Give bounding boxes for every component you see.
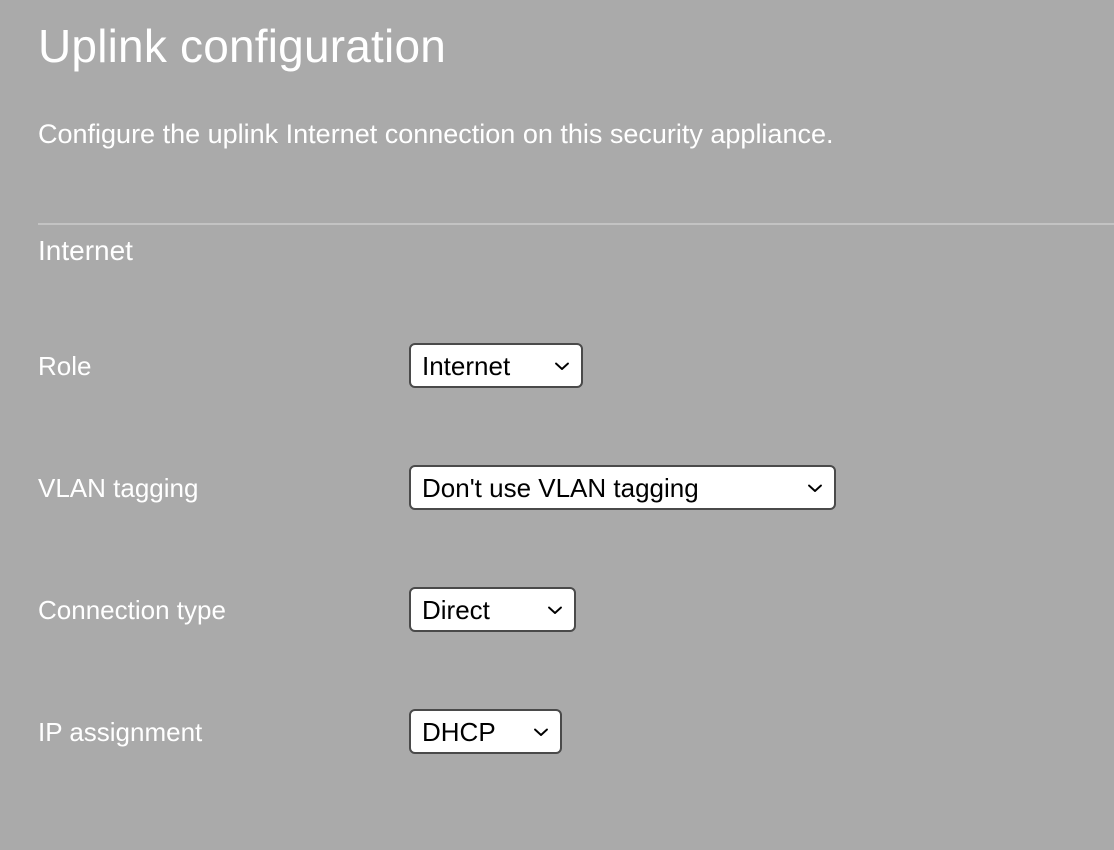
select-ip-assignment-value: DHCP [422, 716, 496, 747]
select-role-value: Internet [422, 350, 511, 381]
select-ip-assignment[interactable]: DHCP [409, 709, 562, 754]
select-role[interactable]: Internet [409, 343, 583, 388]
select-vlan-tagging[interactable]: Don't use VLAN tagging [409, 465, 836, 510]
chevron-down-icon [552, 356, 572, 376]
select-wrap-connection-type: Direct [409, 587, 576, 632]
select-wrap-vlan-tagging: Don't use VLAN tagging [409, 465, 836, 510]
label-ip-assignment: IP assignment [38, 717, 203, 747]
form-row-vlan-tagging: VLAN tagging Don't use VLAN tagging [0, 463, 1114, 585]
label-role: Role [38, 351, 92, 381]
form-row-connection-type: Connection type Direct [0, 585, 1114, 707]
page-subtitle: Configure the uplink Internet connection… [38, 119, 834, 149]
chevron-down-icon [531, 722, 551, 742]
form-row-ip-assignment: IP assignment DHCP [0, 707, 1114, 829]
select-connection-type[interactable]: Direct [409, 587, 576, 632]
section-divider [38, 223, 1114, 225]
section-heading-internet: Internet [38, 235, 133, 266]
chevron-down-icon [805, 478, 825, 498]
page-title: Uplink configuration [38, 20, 447, 72]
chevron-down-icon [545, 600, 565, 620]
select-connection-type-value: Direct [422, 594, 490, 625]
uplink-form: Role Internet VLAN tagging Don't use VLA… [0, 341, 1114, 829]
label-connection-type: Connection type [38, 595, 226, 625]
select-vlan-tagging-value: Don't use VLAN tagging [422, 472, 699, 503]
form-row-role: Role Internet [0, 341, 1114, 463]
select-wrap-role: Internet [409, 343, 583, 388]
label-vlan-tagging: VLAN tagging [38, 473, 199, 503]
select-wrap-ip-assignment: DHCP [409, 709, 562, 754]
